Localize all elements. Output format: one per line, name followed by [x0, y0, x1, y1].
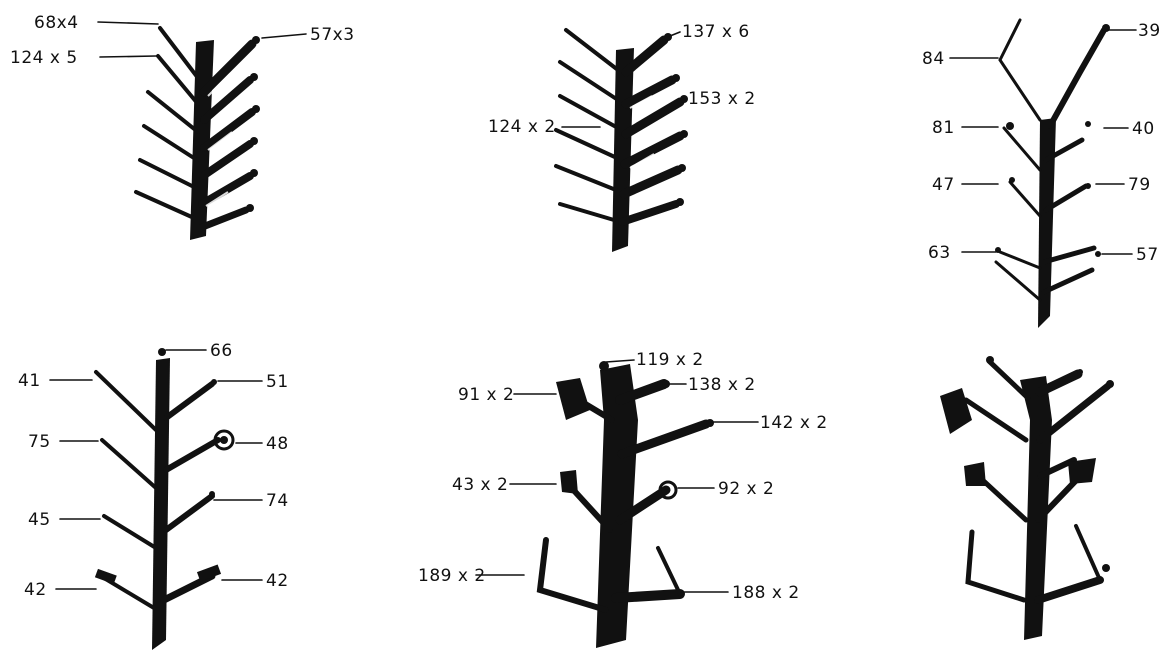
label-74: 74: [266, 491, 289, 511]
label-138x2: 138 x 2: [688, 375, 756, 395]
panel-c: 39 84 81 40 47 79 63 57: [922, 20, 1161, 328]
label-119x2: 119 x 2: [636, 350, 704, 370]
label-43x2: 43 x 2: [452, 475, 508, 495]
panel-f: [940, 356, 1114, 640]
label-51: 51: [266, 372, 289, 392]
label-47: 47: [932, 175, 955, 195]
panel-b-specimen: [556, 30, 688, 252]
panel-a-specimen: [136, 28, 260, 240]
label-153x2: 153 x 2: [688, 89, 756, 109]
label-57x3: 57x3: [310, 25, 355, 45]
label-75: 75: [28, 432, 51, 452]
label-66: 66: [210, 341, 233, 361]
label-79: 79: [1128, 175, 1151, 195]
panel-d-specimen: [95, 348, 233, 650]
label-84: 84: [922, 49, 945, 69]
panel-e-specimen: [540, 361, 714, 648]
label-142x2: 142 x 2: [760, 413, 828, 433]
label-40: 40: [1132, 119, 1155, 139]
label-81: 81: [932, 118, 955, 138]
label-45: 45: [28, 510, 51, 530]
label-91x2: 91 x 2: [458, 385, 514, 405]
panel-d: 66 41 51 75 48 74 45 42 42: [18, 341, 289, 650]
label-188x2: 188 x 2: [732, 583, 800, 603]
label-63: 63: [928, 243, 951, 263]
label-57: 57: [1136, 245, 1159, 265]
label-48: 48: [266, 434, 289, 454]
panel-e: 119 x 2 91 x 2 138 x 2 142 x 2 43 x 2 92…: [418, 350, 828, 648]
label-137x6: 137 x 6: [682, 22, 750, 42]
panel-f-specimen: [940, 356, 1114, 640]
label-41: 41: [18, 371, 41, 391]
label-124x5: 124 x 5: [10, 48, 78, 68]
label-92x2: 92 x 2: [718, 479, 774, 499]
label-42-left: 42: [24, 580, 47, 600]
panel-b: 137 x 6 153 x 2 124 x 2: [488, 22, 756, 252]
label-68x4: 68x4: [34, 13, 79, 33]
label-42-right: 42: [266, 571, 289, 591]
label-189x2: 189 x 2: [418, 566, 486, 586]
label-39: 39: [1138, 21, 1161, 41]
panel-c-specimen: [995, 20, 1110, 328]
label-124x2: 124 x 2: [488, 117, 556, 137]
panel-a: 68x4 124 x 5 57x3: [10, 13, 355, 240]
